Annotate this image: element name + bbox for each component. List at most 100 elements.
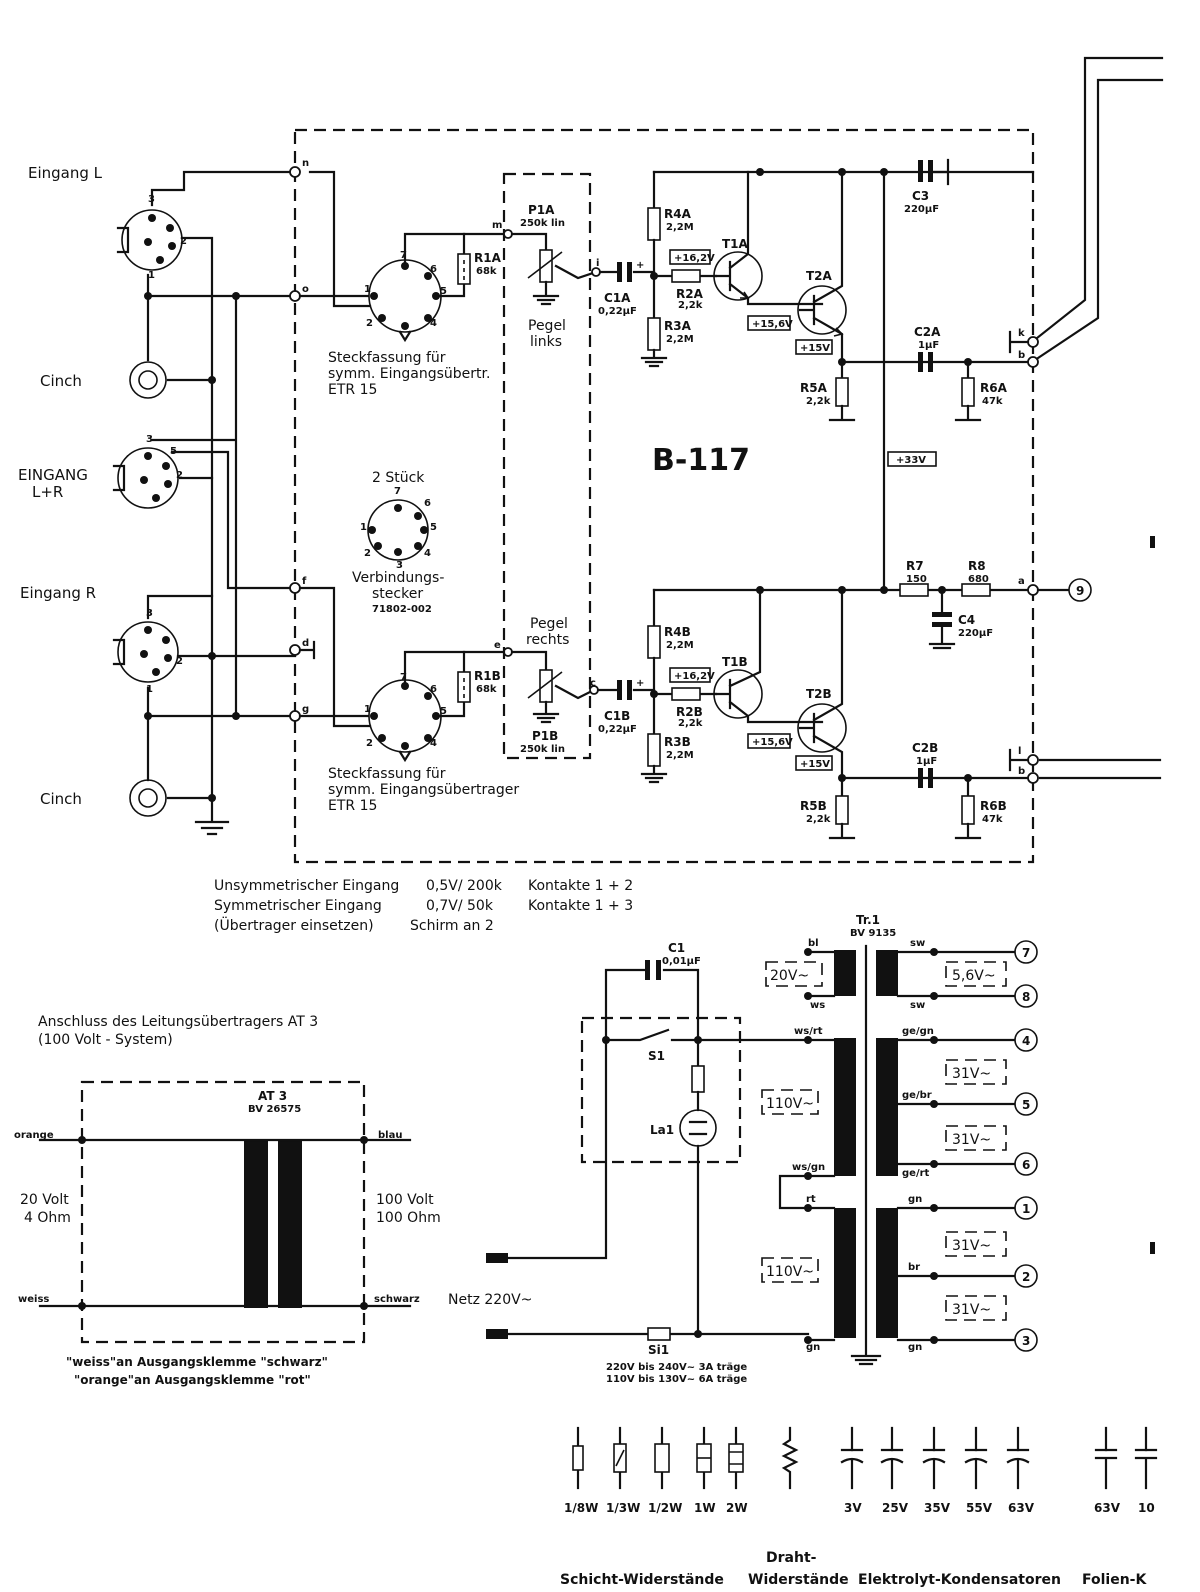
legend-v35: 35V (924, 1501, 951, 1515)
r6b-value: 47k (982, 814, 1003, 825)
socket-bottom-label-3: ETR 15 (328, 798, 377, 814)
pin-gert: ge/rt (902, 1168, 930, 1179)
pegel-rechts-2: rechts (526, 632, 569, 648)
tr1-label: Tr.1 (856, 913, 880, 927)
terminal-2: 2 (1022, 1270, 1030, 1284)
note-line2-a: Symmetrischer Eingang (214, 898, 382, 914)
pegel-links-2: links (530, 334, 562, 350)
legend-symbols (572, 1426, 1158, 1490)
node-l: l (1018, 746, 1021, 757)
node-k: k (1018, 328, 1025, 339)
v162-b: +16,2V (674, 671, 715, 682)
c2a-value: 1µF (918, 340, 939, 351)
at3-name: AT 3 (258, 1089, 287, 1103)
at3-outline (80, 1080, 366, 1344)
socket-top-label-1: Steckfassung für (328, 350, 446, 366)
r2a-label: R2A (676, 287, 704, 301)
svg-text:5: 5 (430, 522, 437, 533)
r3b-label: R3B (664, 735, 691, 749)
socket-bottom: 765 421 (298, 586, 506, 763)
t1a-label: T1A (722, 237, 749, 251)
note-line2-c: Kontakte 1 + 3 (528, 898, 633, 914)
amp-a (640, 158, 1035, 592)
input-label-eingang-lr-2: L+R (32, 483, 63, 501)
si1-note-2: 110V bis 130V~ 6A träge (606, 1374, 747, 1385)
node-d: d (302, 638, 309, 649)
svg-text:4: 4 (430, 738, 437, 749)
svg-text:6: 6 (424, 498, 431, 509)
r8-value: 680 (968, 574, 989, 585)
at3-title-1: Anschluss des Leitungsübertragers AT 3 (38, 1014, 318, 1030)
power-supply (486, 960, 810, 1341)
socket-top: 765 421 (298, 170, 510, 343)
r8-label: R8 (968, 559, 986, 573)
r6a-label: R6A (980, 381, 1008, 395)
legend-w13: 1/3W (606, 1501, 640, 1515)
r3a-value: 2,2M (666, 334, 694, 345)
c1-label: C1 (668, 941, 685, 955)
node-a: a (1018, 576, 1025, 587)
svg-text:3: 3 (146, 608, 153, 619)
r3b-value: 2,2M (666, 750, 694, 761)
tr1-31v-c: 31V~ (952, 1238, 991, 1254)
at3-left-2: 4 Ohm (24, 1210, 71, 1226)
note-line1-b: 0,5V/ 200k (426, 878, 503, 894)
switch-box (580, 1016, 742, 1164)
legend-v25: 25V (882, 1501, 909, 1515)
node-m: m (492, 220, 502, 231)
legend-draht-2: Widerstände (748, 1572, 849, 1588)
din-connector-lr: 352 (112, 434, 183, 509)
at3-orange: orange (14, 1130, 54, 1141)
c1a-label: C1A (604, 291, 631, 305)
node-i: i (596, 258, 599, 269)
potentiometer-p1b (510, 650, 596, 724)
svg-text:6: 6 (430, 264, 437, 275)
output-cable (1030, 56, 1164, 780)
r6b-label: R6B (980, 799, 1007, 813)
terminal-5: 5 (1022, 1098, 1030, 1112)
capacitor-c1a: + (598, 260, 656, 282)
svg-text:1: 1 (146, 684, 153, 695)
pin-rt: rt (806, 1194, 816, 1205)
socket-top-label-3: ETR 15 (328, 382, 377, 398)
terminal-1: 1 (1022, 1202, 1030, 1216)
terminal-7: 7 (1022, 946, 1030, 960)
at3-code: BV 26575 (248, 1104, 301, 1115)
r6a-value: 47k (982, 396, 1003, 407)
pin-gn-s: gn (908, 1194, 922, 1205)
pegel-rechts-1: Pegel (530, 616, 568, 632)
svg-text:5: 5 (440, 706, 447, 717)
t1b-label: T1B (722, 655, 748, 669)
legend-w1: 1W (694, 1501, 716, 1515)
v15-a: +15V (800, 343, 830, 354)
pot-box (502, 172, 592, 760)
r4b-label: R4B (664, 625, 691, 639)
tr1-31v-d: 31V~ (952, 1302, 991, 1318)
c2b-value: 1µF (916, 756, 937, 767)
v162-a: +16,2V (674, 253, 715, 264)
v156-a: +15,6V (752, 319, 793, 330)
at3-right-2: 100 Ohm (376, 1210, 441, 1226)
potentiometer-p1a (510, 232, 598, 306)
capacitor-c1b: + (596, 678, 656, 700)
legend-v55: 55V (966, 1501, 993, 1515)
tr1-31v-b: 31V~ (952, 1132, 991, 1148)
r5b-label: R5B (800, 799, 827, 813)
cinch-jack-bottom (129, 779, 167, 817)
si1-label: Si1 (648, 1343, 669, 1357)
node-f: f (302, 576, 307, 587)
amp-b (640, 578, 1092, 840)
connector-label-4: 71802-002 (372, 604, 432, 615)
pegel-links-1: Pegel (528, 318, 566, 334)
legend-folien: Folien-K (1082, 1572, 1147, 1588)
svg-text:1: 1 (148, 270, 155, 281)
at3-right-1: 100 Volt (376, 1192, 434, 1208)
at3-left-1: 20 Volt (20, 1192, 69, 1208)
note-line2-b: 0,7V/ 50k (426, 898, 494, 914)
terminal-9: 9 (1076, 584, 1084, 598)
r1a-label: R1A (474, 251, 502, 265)
pin-br: br (908, 1262, 920, 1273)
svg-text:1: 1 (364, 704, 371, 715)
r4a-value: 2,2M (666, 222, 694, 233)
pin-gn: gn (806, 1342, 820, 1353)
